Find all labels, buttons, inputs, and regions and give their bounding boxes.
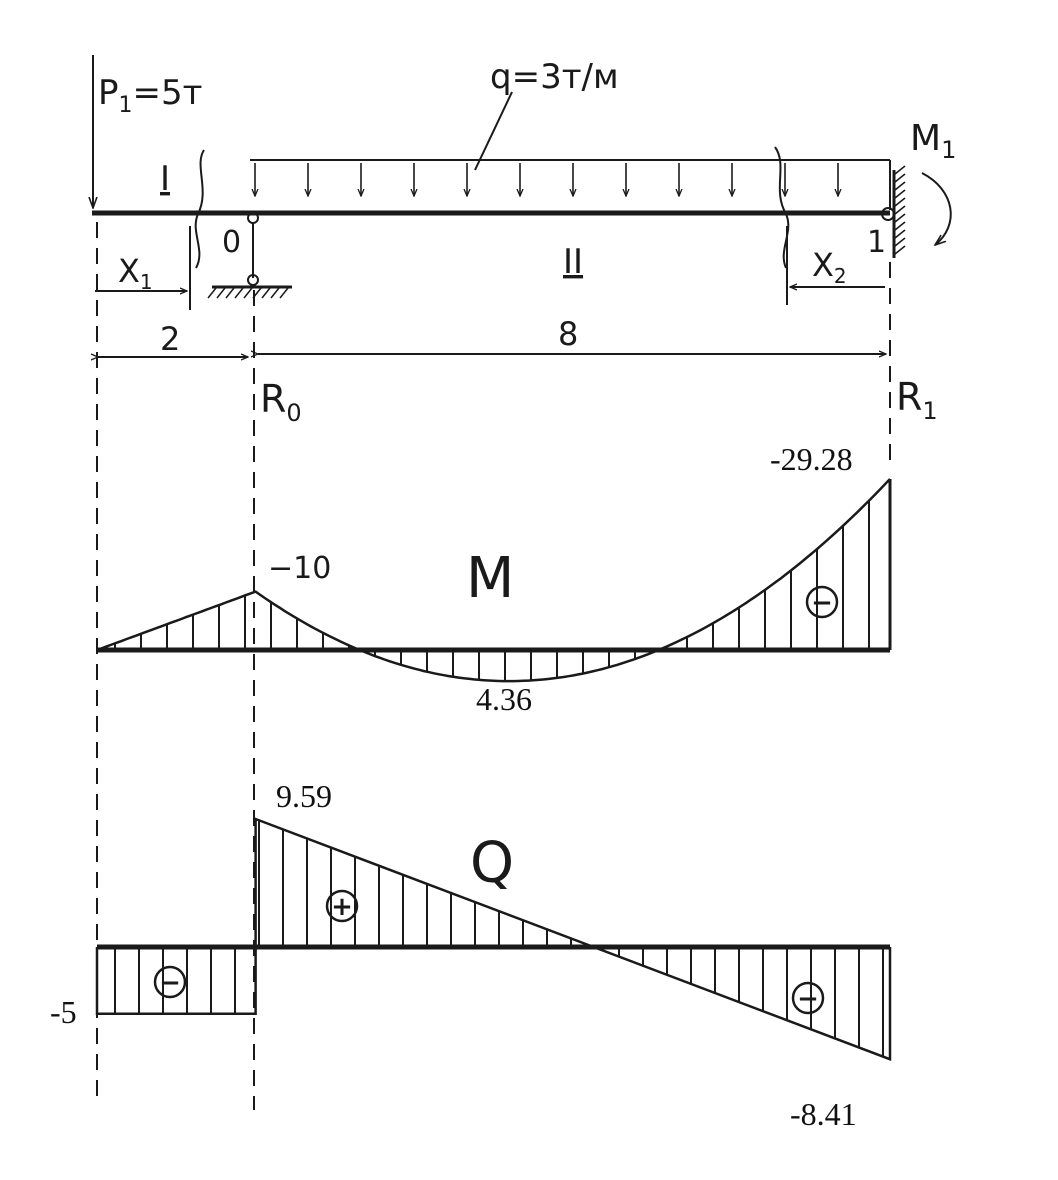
section-label-1: I <box>160 159 170 199</box>
fixed-hatch-line <box>894 181 906 191</box>
x2-label: X2 <box>812 246 847 288</box>
span-label-1: 2 <box>160 320 180 358</box>
shear-value-left: -5 <box>50 994 77 1030</box>
shear-sign-positive: + <box>325 889 359 923</box>
moment-curve <box>96 478 891 683</box>
shear-diagram: Q 9.59 -5 -8.41 − + − <box>50 778 892 1132</box>
svg-text:+: + <box>331 892 353 922</box>
x1-label: X1 <box>118 252 153 294</box>
fixed-hatch-line <box>894 245 906 255</box>
fixed-hatch-line <box>894 221 906 231</box>
support-hatch-line <box>216 287 226 299</box>
shear-sign-negative-left: − <box>153 965 187 999</box>
moment-value-fixed-end: -29.28 <box>770 441 853 477</box>
load-label: q=3т/м <box>490 57 619 97</box>
moment-hatching <box>114 500 870 682</box>
fixed-hatch-line <box>894 173 906 183</box>
moment-value-support: −10 <box>268 551 331 586</box>
section-label-2: II <box>563 242 583 282</box>
shear-sign-negative-right: − <box>791 981 825 1015</box>
support-hatch-line <box>279 287 289 299</box>
svg-text:−: − <box>811 588 833 618</box>
moment-label: M1 <box>910 118 956 164</box>
fixed-hatch-line <box>894 197 906 207</box>
fixed-hatch-line <box>894 213 906 223</box>
reaction-1-label: R1 <box>896 375 938 425</box>
fixed-hatch-line <box>894 229 906 239</box>
span-label-2: 8 <box>558 315 578 353</box>
shear-value-fixed-end: -8.41 <box>790 1096 857 1132</box>
fixed-hatch-line <box>894 189 906 199</box>
fixed-support <box>881 165 906 258</box>
pin-support <box>207 212 292 299</box>
fixed-hatch-line <box>894 237 906 247</box>
node-1-label: 1 <box>867 225 886 260</box>
distributed-load <box>250 159 891 210</box>
reaction-0-label: R0 <box>260 377 302 427</box>
support-hatch-line <box>234 287 244 299</box>
fixed-hatch-line <box>894 205 906 215</box>
shear-outline <box>95 817 892 1062</box>
shear-title: Q <box>470 831 514 896</box>
moment-value-span: 4.36 <box>476 681 532 717</box>
beam-scheme: Р1=5т q=3т/м I II 0 1 <box>92 55 956 427</box>
section-cut-1 <box>194 149 205 269</box>
shear-value-support: 9.59 <box>276 778 332 814</box>
moment-sign-negative: − <box>805 585 839 619</box>
svg-text:−: − <box>159 968 181 998</box>
node-0-label: 0 <box>222 225 241 260</box>
support-hatch-line <box>270 287 280 299</box>
support-hatch-line <box>225 287 235 299</box>
svg-text:−: − <box>797 984 819 1014</box>
moment-arrow <box>921 172 952 245</box>
load-leader <box>474 91 513 171</box>
support-hatch-line <box>207 287 217 299</box>
moment-title: M <box>466 546 514 611</box>
moment-diagram: M −10 4.36 -29.28 − <box>96 441 892 717</box>
support-hatch-line <box>243 287 253 299</box>
force-label: Р1=5т <box>98 73 202 118</box>
projection-lines <box>96 222 891 1110</box>
fixed-hatch-line <box>894 165 906 175</box>
support-hatch-line <box>261 287 271 299</box>
section-cut-2 <box>774 146 790 269</box>
